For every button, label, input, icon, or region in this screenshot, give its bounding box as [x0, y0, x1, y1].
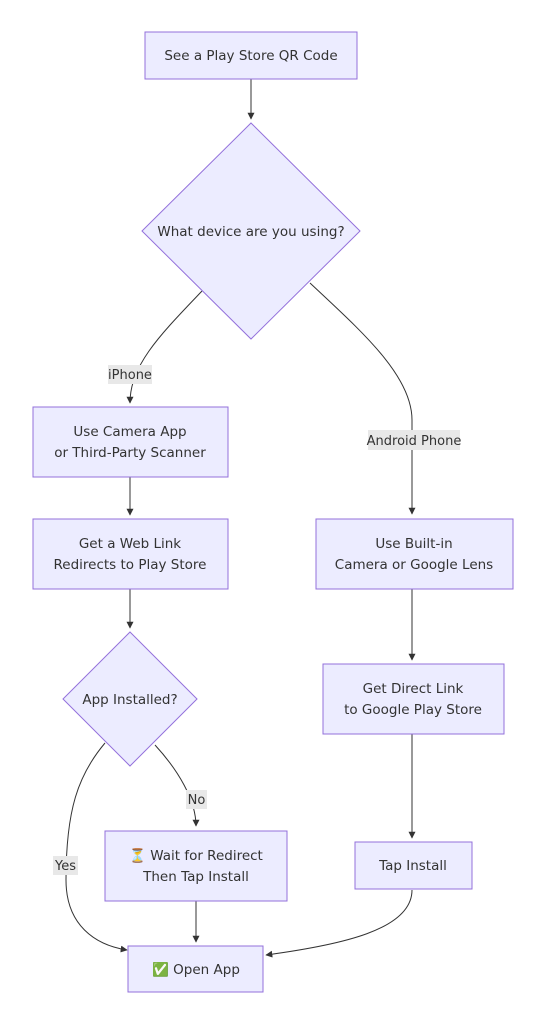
node-direct-link-line2: to Google Play Store	[344, 702, 482, 718]
node-iphone-scan: Use Camera App or Third-Party Scanner	[32, 406, 229, 478]
node-android-scan-line2: Camera or Google Lens	[335, 557, 493, 573]
edge-installed-to-wait	[154, 744, 200, 827]
node-web-link: Get a Web Link Redirects to Play Store	[32, 518, 229, 590]
edge-label-yes-text: Yes	[54, 859, 76, 874]
node-start: See a Play Store QR Code	[144, 31, 358, 80]
edge-installed-to-open	[65, 742, 128, 953]
edge-device-to-android-scan	[309, 282, 416, 515]
edge-label-android-text: Android Phone	[367, 434, 462, 449]
edge-label-yes: Yes	[53, 856, 78, 875]
node-device-label: What device are you using?	[157, 224, 344, 240]
node-device-decision: What device are you using?	[141, 122, 361, 340]
edge-label-android: Android Phone	[367, 430, 462, 450]
edge-label-no-text: No	[188, 793, 206, 808]
edge-device-to-iphone-scan	[126, 290, 203, 404]
node-iphone-scan-line1: Use Camera App	[73, 424, 186, 440]
edge-label-iphone-text: iPhone	[108, 368, 152, 383]
edge-label-iphone: iPhone	[108, 365, 152, 384]
node-start-label: See a Play Store QR Code	[164, 48, 337, 64]
node-installed-label: App Installed?	[82, 692, 177, 708]
node-android-scan-line1: Use Built-in	[375, 536, 452, 552]
node-android-scan: Use Built-in Camera or Google Lens	[315, 518, 514, 590]
node-direct-link-line1: Get Direct Link	[363, 681, 464, 697]
node-tap-install: Tap Install	[354, 841, 473, 890]
node-wait: ⏳ Wait for Redirect Then Tap Install	[104, 830, 288, 902]
node-wait-line1: ⏳ Wait for Redirect	[129, 847, 263, 864]
edges	[65, 79, 416, 958]
node-iphone-scan-line2: or Third-Party Scanner	[54, 445, 206, 461]
node-web-link-line2: Redirects to Play Store	[54, 557, 207, 573]
node-open-app-label: ✅ Open App	[152, 961, 240, 978]
node-open-app: ✅ Open App	[127, 945, 264, 993]
edge-tap-install-to-open	[265, 889, 413, 958]
edge-label-no: No	[186, 790, 207, 809]
node-web-link-line1: Get a Web Link	[79, 536, 181, 552]
node-tap-install-label: Tap Install	[378, 858, 447, 874]
node-direct-link: Get Direct Link to Google Play Store	[322, 663, 505, 735]
node-installed-decision: App Installed?	[62, 631, 198, 767]
node-wait-line2: Then Tap Install	[142, 869, 249, 885]
